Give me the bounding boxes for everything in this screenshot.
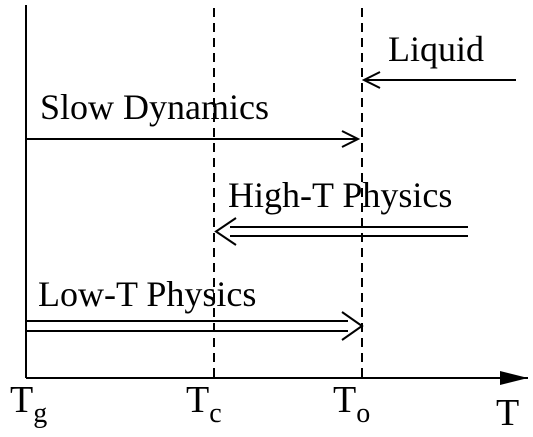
tg-label-sub: g	[33, 398, 47, 429]
low-t-physics-label: Low-T Physics	[38, 274, 256, 314]
liquid-label: Liquid	[388, 29, 484, 69]
slow-dynamics-label: Slow Dynamics	[40, 87, 269, 127]
high-t-physics-label: High-T Physics	[228, 175, 452, 215]
to-label-main: T	[333, 379, 356, 421]
t-axis-label: T	[496, 392, 519, 434]
to-label: To	[333, 379, 370, 429]
to-label-sub: o	[356, 398, 370, 429]
tc-label-main: T	[186, 379, 209, 421]
low-t-physics-arrow	[26, 311, 364, 341]
tc-label: Tc	[186, 379, 222, 429]
tc-label-sub: c	[209, 398, 221, 429]
tg-label-main: T	[10, 379, 33, 421]
high-t-physics-arrow	[214, 217, 468, 246]
tg-label: Tg	[10, 379, 47, 429]
